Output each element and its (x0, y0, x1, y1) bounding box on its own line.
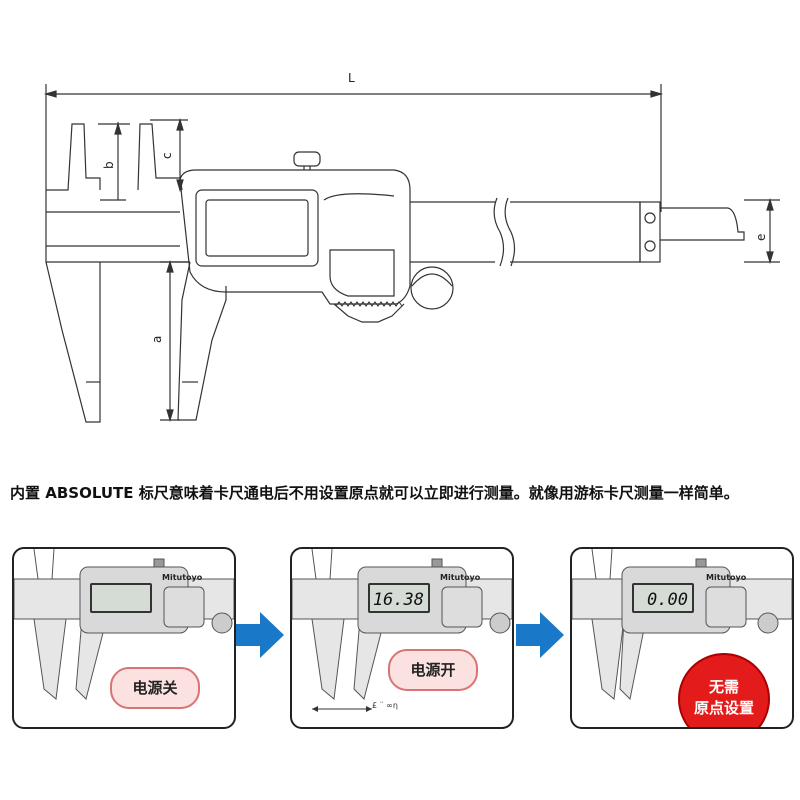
brand-label: Mitutoyo (706, 573, 747, 582)
lcd-display: 16.38 (368, 583, 430, 613)
right-arrow-icon (516, 612, 564, 658)
description-text: 内置 ABSOLUTE 标尺意味着卡尺通电后不用设置原点就可以立即进行测量。就像… (10, 484, 739, 502)
brand-label: Mitutoyo (440, 573, 481, 582)
right-arrow-icon (236, 612, 284, 658)
lcd-display (90, 583, 152, 613)
step-panel-power-on: 16.38 Mitutoyo £ ¨ ∞η 电源开 (290, 547, 514, 729)
caliper-technical-drawing: L b c a e (43, 71, 780, 423)
badge-line-1: 无需 (708, 678, 739, 696)
dimension-label-a: a (150, 336, 164, 343)
power-off-badge: 电源关 (110, 667, 200, 709)
caliper-illustration (292, 549, 512, 712)
brand-label: Mitutoyo (162, 573, 203, 582)
power-on-badge: 电源开 (388, 649, 478, 691)
slider-body (179, 169, 411, 305)
dimension-label-b: b (102, 161, 116, 169)
no-origin-setting-badge: 无需 原点设置 (678, 653, 770, 727)
step-panel-power-off: Mitutoyo 电源关 (12, 547, 236, 729)
badge-line-2: 原点设置 (693, 699, 754, 717)
step-panel-no-origin: 0.00 Mitutoyo 无需 原点设置 (570, 547, 794, 729)
dimension-label-e: e (754, 234, 768, 241)
dimension-label-c: c (160, 152, 174, 159)
measurement-mark: £ ¨ ∞η (372, 701, 398, 710)
main-beam (45, 190, 641, 263)
dimension-label-L: L (348, 71, 355, 85)
lcd-display: 0.00 (632, 583, 694, 613)
